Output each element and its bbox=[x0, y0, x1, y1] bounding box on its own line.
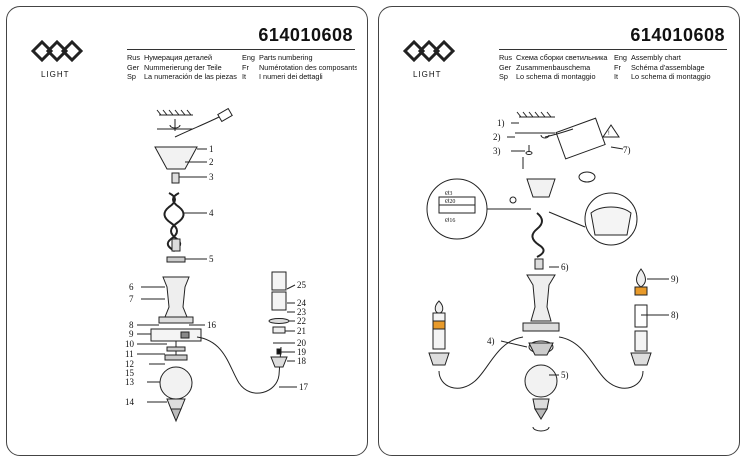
part-number-23: 23 bbox=[297, 307, 307, 317]
step-4: 4) bbox=[487, 336, 495, 346]
step-2: 2) bbox=[493, 132, 501, 142]
step-7: 7) bbox=[623, 145, 631, 155]
brand-logo-text: LIGHT bbox=[413, 70, 442, 79]
part-number-17: 17 bbox=[299, 382, 309, 392]
brand-logo-icon bbox=[30, 39, 84, 63]
model-number: 614010608 bbox=[630, 25, 725, 45]
part-number-13: 13 bbox=[125, 377, 135, 387]
part-number-24: 24 bbox=[297, 298, 307, 308]
part-number-4: 4 bbox=[209, 208, 214, 218]
part-number-18: 18 bbox=[297, 356, 307, 366]
part-number-16: 16 bbox=[207, 320, 217, 330]
header-rule bbox=[499, 49, 727, 50]
part-number-20: 20 bbox=[297, 338, 307, 348]
part-number-12: 12 bbox=[125, 359, 134, 369]
assembly-drawing: ! bbox=[426, 111, 679, 432]
part-number-1: 1 bbox=[209, 144, 214, 154]
step-5: 5) bbox=[561, 370, 569, 380]
part-number-9: 9 bbox=[129, 329, 134, 339]
part-number-3: 3 bbox=[209, 172, 214, 182]
part-number-11: 11 bbox=[125, 349, 134, 359]
exploded-parts-drawing: 1 2 3 4 5 6 7 8 9 10 11 12 13 14 15 16 1… bbox=[125, 107, 309, 423]
step-8: 8) bbox=[671, 310, 679, 320]
step-9: 9) bbox=[671, 274, 679, 284]
part-number-19: 19 bbox=[297, 347, 307, 357]
svg-text:!: ! bbox=[608, 131, 610, 137]
part-number-2: 2 bbox=[209, 157, 214, 167]
part-number-10: 10 bbox=[125, 339, 135, 349]
step-1: 1) bbox=[497, 118, 505, 128]
part-number-8: 8 bbox=[129, 320, 134, 330]
part-number-25: 25 bbox=[297, 280, 307, 290]
part-number-5: 5 bbox=[209, 254, 214, 264]
part-number-21: 21 bbox=[297, 326, 306, 336]
part-number-22: 22 bbox=[297, 316, 306, 326]
header-rule bbox=[127, 49, 355, 50]
model-number: 614010608 bbox=[258, 25, 353, 45]
detail-label-d16: Ø16 bbox=[445, 218, 455, 224]
step-6: 6) bbox=[561, 262, 569, 272]
brand-logo-text: LIGHT bbox=[41, 70, 70, 79]
brand-logo-icon bbox=[402, 39, 456, 63]
detail-label-d3: Ø3 bbox=[445, 191, 452, 197]
part-number-15: 15 bbox=[125, 368, 135, 378]
part-number-7: 7 bbox=[129, 294, 134, 304]
part-number-6: 6 bbox=[129, 282, 134, 292]
step-3: 3) bbox=[493, 146, 501, 156]
detail-label-d20: Ø20 bbox=[445, 199, 455, 205]
part-number-14: 14 bbox=[125, 397, 135, 407]
